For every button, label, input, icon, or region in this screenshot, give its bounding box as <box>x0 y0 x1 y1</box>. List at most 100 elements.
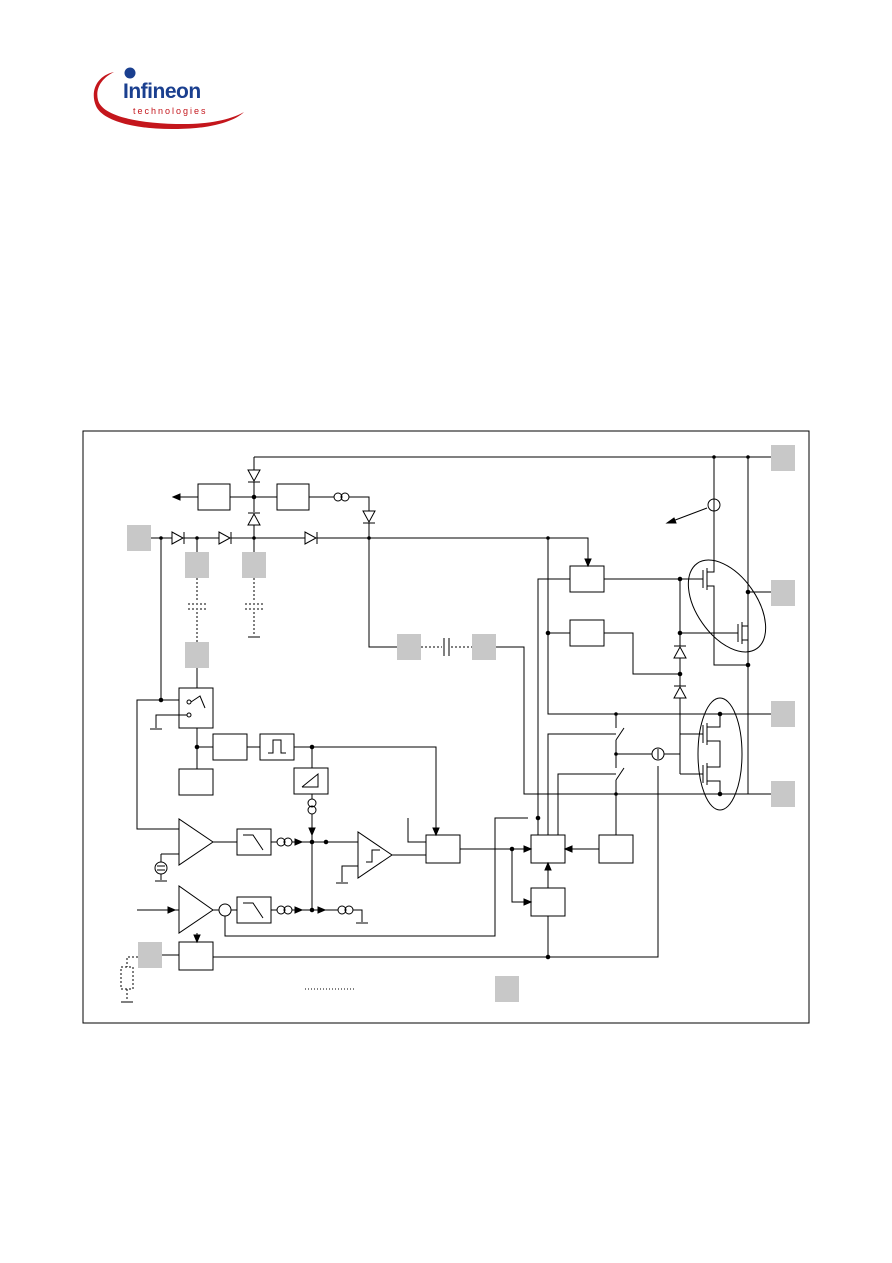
current-source-f2 <box>276 905 293 915</box>
logo-swoosh-graphic <box>93 67 244 130</box>
wire-logic-sw1 <box>547 733 616 835</box>
arrow-up-uv <box>544 861 552 871</box>
wire-logic-high <box>537 578 570 835</box>
lowpass-icon-1 <box>243 834 264 851</box>
diode-h-2 <box>218 531 232 545</box>
mosfet-high-2 <box>734 622 748 644</box>
wire-switch-ground <box>155 714 187 728</box>
wire-to-uv <box>511 849 528 903</box>
mosfet-high-1 <box>697 457 748 666</box>
block-latch <box>425 834 461 864</box>
diagram-frame <box>82 430 810 1024</box>
wire-sense-arrow <box>669 507 708 523</box>
pin-left-lower <box>138 942 162 968</box>
current-source-sink <box>337 905 354 915</box>
block-switch <box>178 687 214 729</box>
block-pulse-generator <box>259 733 295 761</box>
junction-top <box>712 455 750 459</box>
wire-to-diode-3 <box>349 496 370 511</box>
wire-h-main <box>317 537 589 563</box>
ramp-icon <box>301 772 319 788</box>
pin-right-3 <box>771 701 795 727</box>
arrow-ramp-down <box>308 827 316 837</box>
block-lowpass-1 <box>236 828 272 856</box>
diode-vert-2 <box>247 512 261 526</box>
wire-low-gate <box>604 632 680 675</box>
pulse-icon <box>268 739 286 754</box>
pin-bootstrap-a <box>397 634 421 660</box>
block-lowpass-2 <box>236 896 272 924</box>
sense-element <box>707 498 721 512</box>
wire-bootstrap-left <box>368 538 397 648</box>
arrow-right-logic <box>523 845 533 853</box>
wire-bootstrap-right <box>496 646 771 795</box>
switch-sense-2 <box>615 754 625 835</box>
wire-pulse-to-latch <box>294 746 437 832</box>
wire-to-pin3 <box>547 633 771 715</box>
resistor-external <box>120 956 138 1001</box>
mosfet-low-1 <box>697 714 721 754</box>
block-oscillator <box>212 733 248 761</box>
pin-ground <box>495 976 519 1002</box>
voltage-source <box>154 861 168 875</box>
wire-logic-sw2 <box>557 773 616 835</box>
block-protection <box>598 834 634 864</box>
current-source-ramp <box>307 798 317 815</box>
wire-feedback <box>224 817 528 937</box>
current-source-f1 <box>276 837 293 847</box>
arrow-right-f1 <box>294 838 304 846</box>
junction-dot-ls <box>717 711 723 717</box>
diode-top <box>247 469 261 483</box>
wire-latch-extra <box>407 818 426 843</box>
block-ramp-generator <box>293 767 329 795</box>
block-undervoltage <box>530 887 566 917</box>
pin-cap-1 <box>185 552 209 578</box>
arrow-down-diag <box>193 934 201 944</box>
arrow-right-amp2 <box>167 906 177 914</box>
block-diagnostic <box>178 941 214 971</box>
junction-dot-pulse <box>309 744 315 750</box>
diode-top-right <box>362 510 376 524</box>
pin-top-right <box>771 445 795 471</box>
switch-symbol <box>186 695 206 718</box>
infineon-logo: Infineon technologies <box>88 66 248 136</box>
block-control-logic <box>530 834 566 864</box>
pin-right-4 <box>771 781 795 807</box>
arrow-right-f2 <box>294 906 304 914</box>
wire-logic-low <box>547 538 570 634</box>
arrow-down-icon <box>584 558 592 568</box>
arrow-sense-icon <box>665 517 677 524</box>
block-low-driver <box>569 619 605 647</box>
pin-mid-left <box>185 642 209 668</box>
logo-wordmark: Infineon <box>123 80 201 103</box>
arrow-left-icon <box>171 493 181 501</box>
summing-node <box>218 903 232 917</box>
junction-dot-comp2 <box>323 839 329 845</box>
diode-h-3 <box>304 531 318 545</box>
arrow-right-f2b <box>317 906 327 914</box>
switch-sense-1 <box>615 714 625 754</box>
bootstrap-capacitor <box>421 638 472 656</box>
wire-diag-bus <box>213 766 659 958</box>
amplifier-2 <box>178 885 214 934</box>
pin-left-upper <box>127 525 151 551</box>
ellipse-low-side <box>697 697 743 811</box>
arrow-down-latch <box>432 827 440 837</box>
mosfet-low-2 <box>697 754 721 794</box>
zener-diode-2 <box>673 685 687 699</box>
amplifier-1 <box>178 818 214 866</box>
logo-dot <box>124 67 136 79</box>
junction-dot-f2 <box>309 907 315 913</box>
arrow-right-uv <box>523 898 533 906</box>
block-logic-supply <box>178 768 214 796</box>
block-diagram <box>82 430 810 1024</box>
wire-comp-ground <box>341 865 358 882</box>
pin-set <box>127 445 795 1002</box>
hysteresis-icon <box>366 849 380 863</box>
junction-dot-zener <box>677 671 683 677</box>
zener-diode-1 <box>673 645 687 659</box>
block-regulator-2 <box>276 483 310 511</box>
cap-external-2 <box>245 578 263 636</box>
ellipse-high-side <box>687 559 767 653</box>
junction-dot-ls2 <box>717 791 723 797</box>
